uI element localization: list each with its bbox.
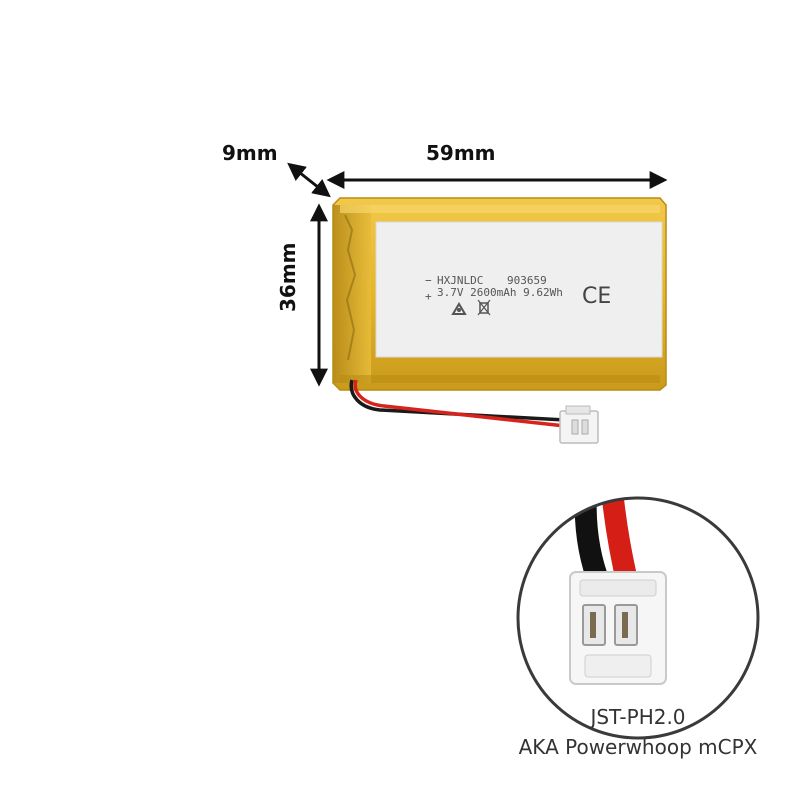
thickness-label: 9mm bbox=[222, 141, 278, 165]
jst-connector-small bbox=[559, 405, 599, 444]
connector-alias-caption: AKA Powerwhoop mCPX bbox=[518, 735, 758, 759]
recycle-icon bbox=[451, 302, 467, 315]
ce-mark: CE bbox=[582, 284, 611, 309]
label-specs: 3.7V 2600mAh 9.62Wh bbox=[437, 286, 563, 299]
thickness-arrow bbox=[287, 162, 331, 198]
label-plus-sign: + bbox=[425, 290, 432, 303]
battery-label-area bbox=[375, 221, 663, 358]
label-model: 903659 bbox=[507, 274, 547, 287]
crossed-bin-icon bbox=[477, 299, 491, 316]
connector-zoom-circle bbox=[516, 496, 760, 740]
length-label: 59mm bbox=[426, 141, 496, 165]
lipo-battery: − HXJNLDC 903659 3.7V 2600mAh 9.62Wh + C… bbox=[332, 197, 667, 391]
connector-type-caption: JST-PH2.0 bbox=[590, 705, 686, 729]
label-minus-sign: − bbox=[425, 274, 432, 287]
height-label: 36mm bbox=[276, 242, 300, 312]
label-brand: HXJNLDC bbox=[437, 274, 483, 287]
battery-wires bbox=[349, 379, 566, 428]
